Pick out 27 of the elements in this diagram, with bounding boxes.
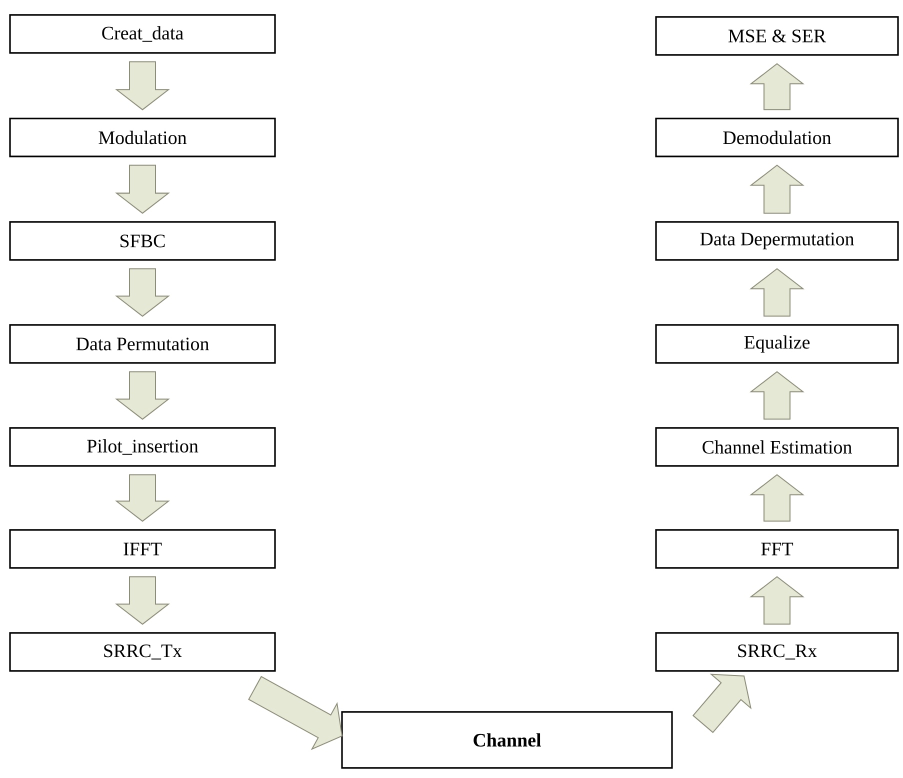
process-box: MSE & SER: [655, 16, 899, 56]
process-box: Channel: [341, 711, 673, 769]
process-box: FFT: [655, 529, 899, 569]
block-arrow: [115, 164, 170, 214]
process-box: IFFT: [9, 529, 276, 569]
process-box: Channel Estimation: [655, 427, 899, 467]
process-box: Pilot_insertion: [9, 427, 276, 467]
block-arrow: [115, 268, 170, 317]
process-box: SFBC: [9, 221, 276, 261]
block-arrow: [750, 474, 804, 522]
process-box: SRRC_Tx: [9, 632, 276, 672]
process-box: Creat_data: [9, 14, 276, 54]
block-arrow: [750, 63, 804, 110]
process-box: Demodulation: [655, 118, 899, 158]
process-box: Data Permutation: [9, 324, 276, 364]
block-arrow: [750, 164, 804, 214]
block-arrow: [115, 371, 170, 420]
block-arrow: [750, 576, 804, 625]
process-box: Equalize: [655, 324, 899, 364]
process-box: Modulation: [9, 118, 276, 158]
block-arrow: [115, 61, 170, 110]
block-arrow: [115, 576, 170, 625]
block-arrow: [750, 268, 804, 317]
block-arrow: [750, 371, 804, 420]
process-box: Data Depermutation: [655, 221, 899, 261]
process-box: SRRC_Rx: [655, 632, 899, 672]
block-arrow: [115, 474, 170, 522]
